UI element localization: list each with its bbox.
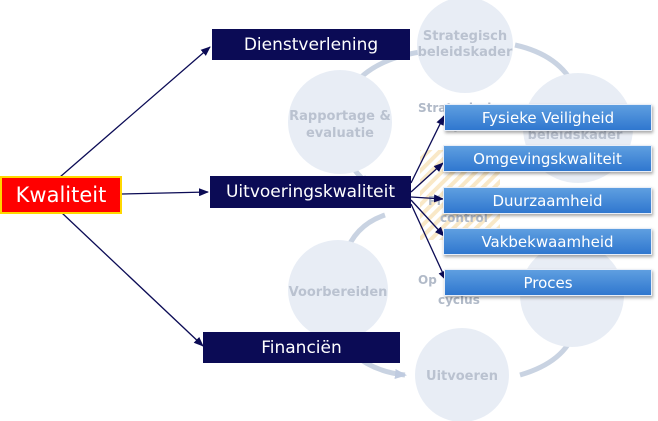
cycle-node-voorbereiden: [288, 240, 388, 340]
cycle-text: Voorbereiden: [289, 285, 388, 300]
arrow-to-fysieke-veiligheid: [410, 115, 445, 184]
cycle-text: Strategisch: [423, 29, 507, 44]
cycle-text: evaluatie: [306, 126, 374, 141]
branch-node-financien: Financiën: [203, 332, 400, 363]
cycle-label: Op: [418, 273, 437, 287]
cycle-text: Uitvoeren: [426, 369, 498, 384]
branch-node-dienstverlening: Dienstverlening: [212, 29, 410, 60]
arrow-to-duurzaamheid: [410, 194, 444, 203]
cycle-text: beleidskader: [418, 45, 513, 60]
cycle-text: beleidskader: [528, 128, 623, 143]
arrow-to-omgevingskwaliteit: [410, 162, 444, 193]
cycle-text: Rapportage &: [289, 109, 391, 124]
branch-node-uitvoeringskwaliteit: Uitvoeringskwaliteit: [210, 176, 411, 208]
root-node-kwaliteit: Kwaliteit: [0, 176, 122, 214]
arrow-kwaliteit-uitvoeringskwaliteit: [121, 188, 209, 197]
arrow-kwaliteit-dienstverlening: [59, 46, 211, 178]
cycle-node-rapportage: [288, 70, 392, 174]
sub-item-duurzaamheid: Duurzaamheid: [443, 187, 652, 214]
cycle-label: cyclus: [438, 293, 480, 307]
sub-item-omgevingskwaliteit: Omgevingskwaliteit: [443, 145, 652, 172]
sub-item-fysieke-veiligheid: Fysieke Veiligheid: [444, 104, 652, 131]
sub-item-proces: Proces: [444, 269, 652, 296]
sub-item-vakbekwaamheid: Vakbekwaamheid: [443, 228, 652, 255]
arrow-to-vakbekwaamheid: [410, 199, 445, 237]
cycle-label: control: [440, 211, 488, 225]
arrow-to-proces: [410, 203, 447, 281]
arrow-kwaliteit-financien: [61, 212, 204, 347]
cycle-node-strategisch: [417, 0, 513, 93]
connector-arrows: [59, 46, 447, 347]
cycle-label: Pl: [428, 194, 441, 208]
cycle-node-uitvoeren: [415, 328, 509, 421]
